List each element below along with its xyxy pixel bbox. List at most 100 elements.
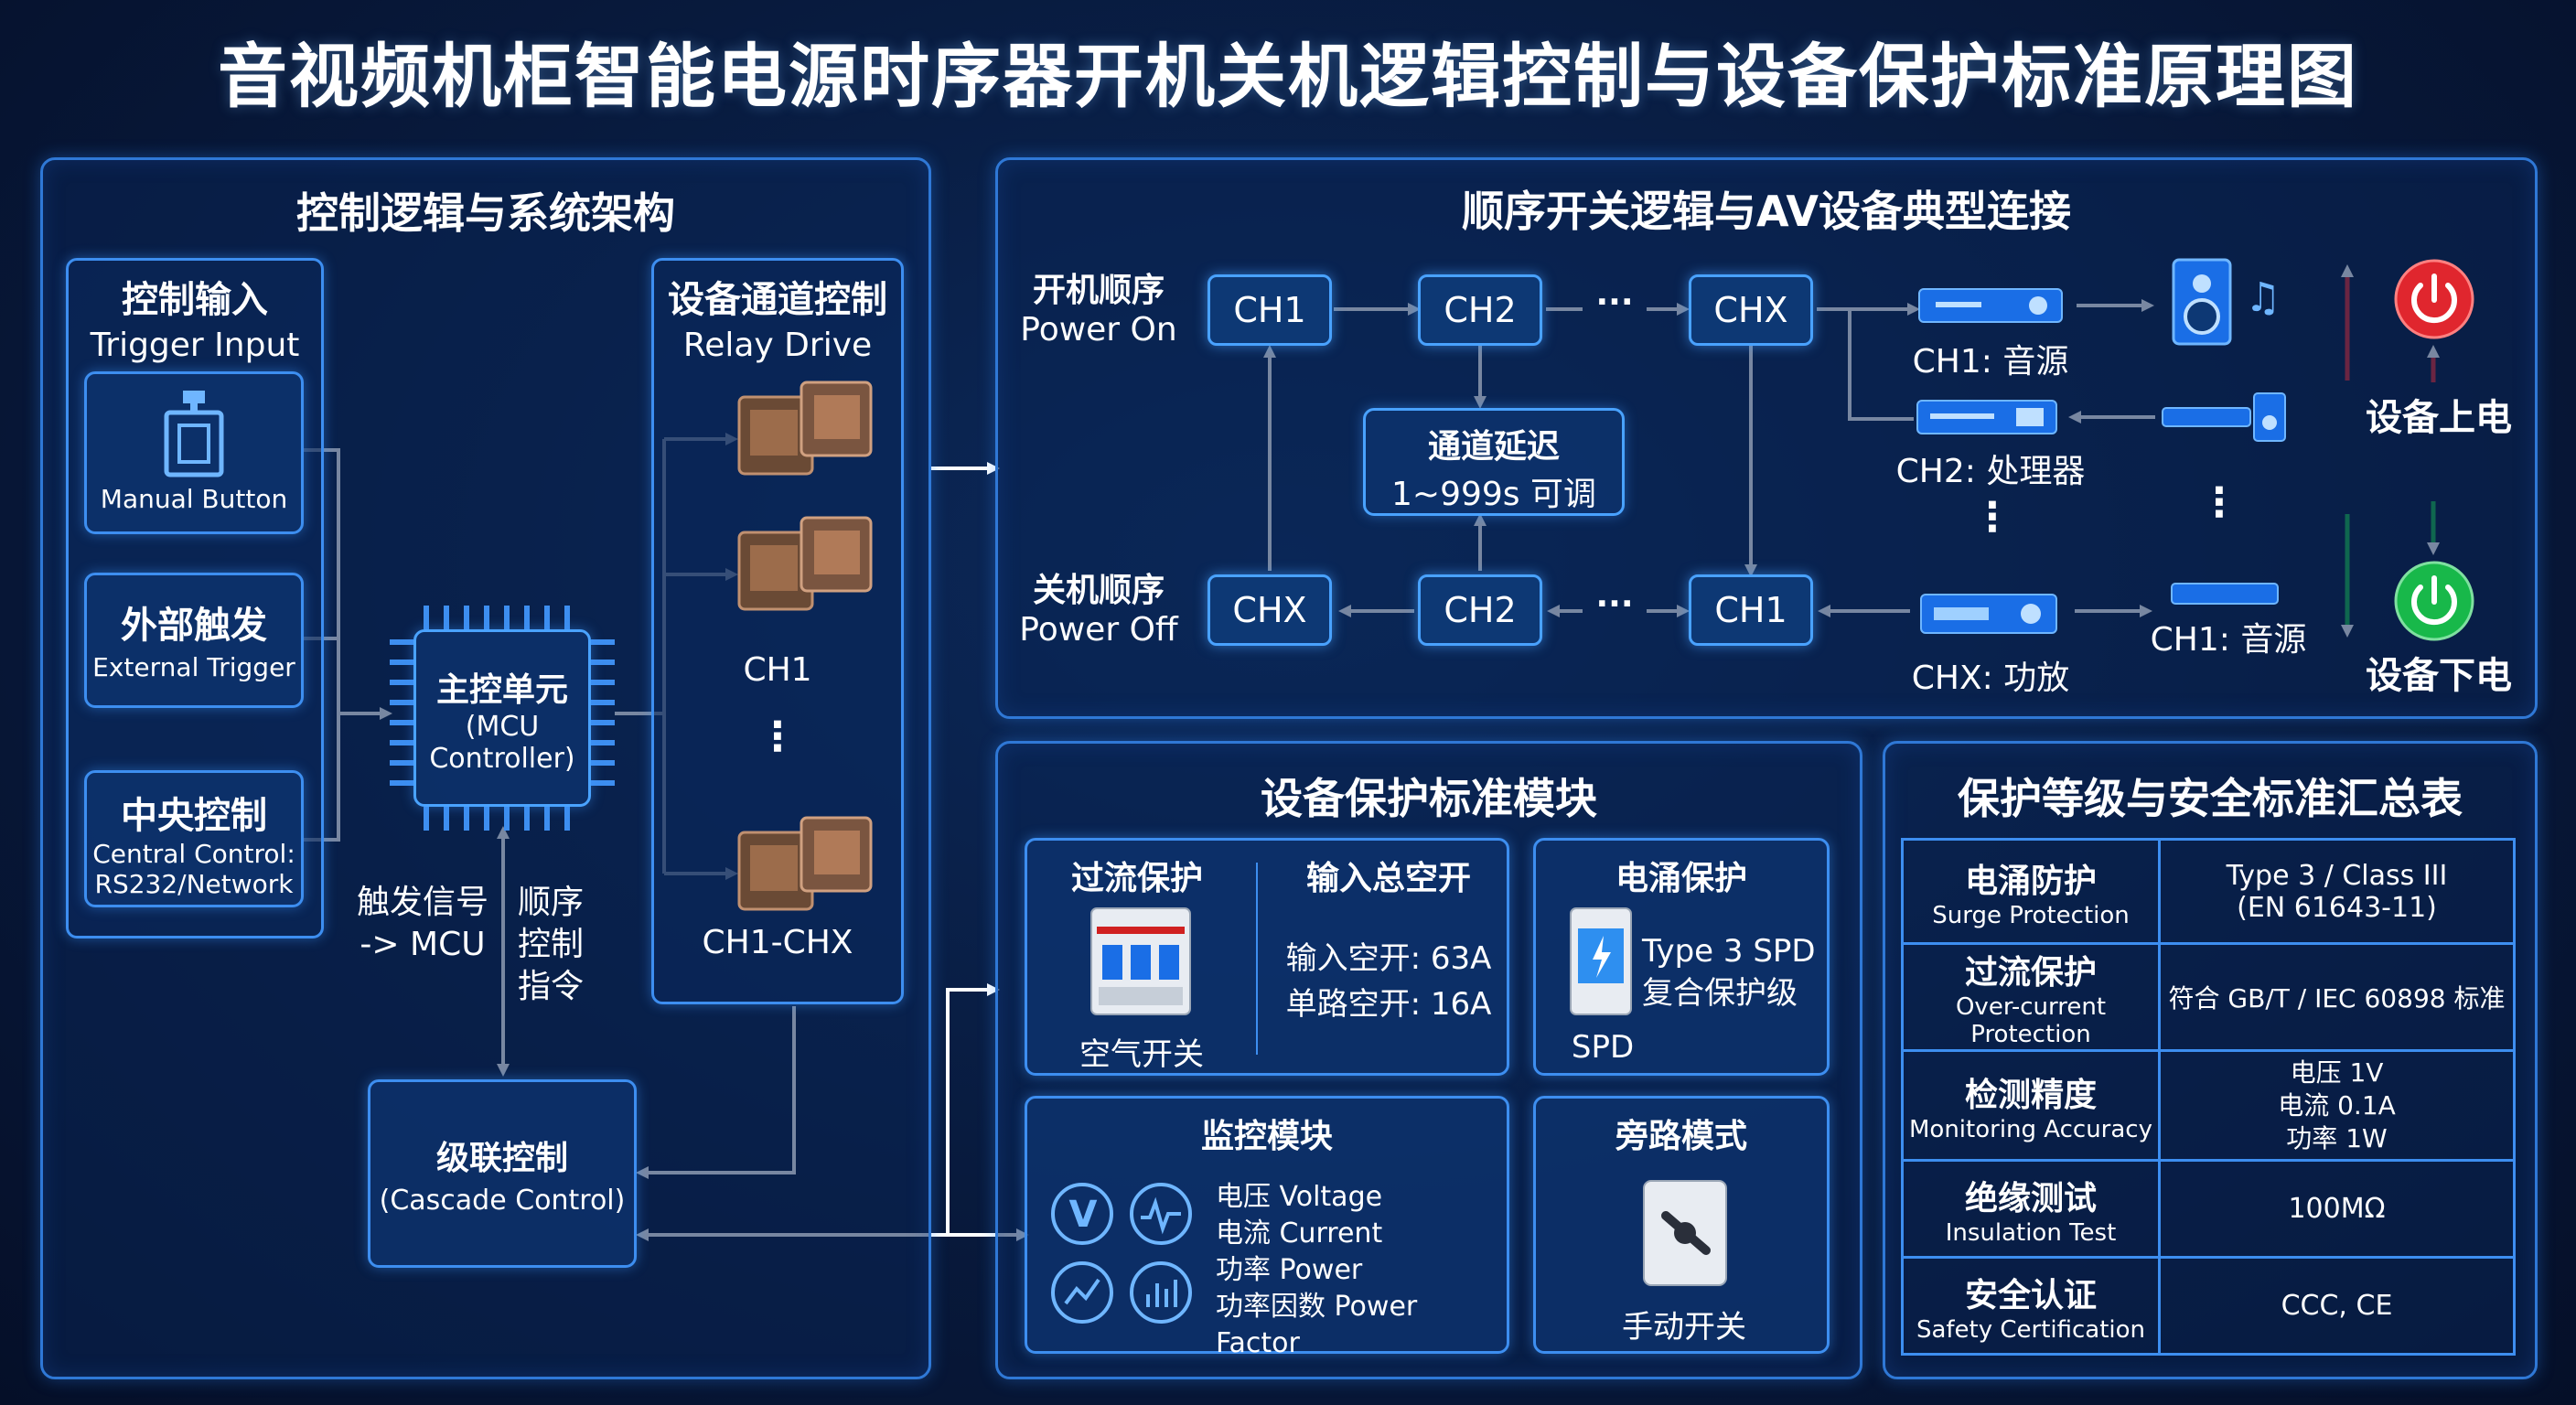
table-row: 检测精度 Monitoring Accuracy 电压 1V 电流 0.1A 功…	[1901, 1049, 2516, 1162]
trigger-signal-note: 触发信号 -> MCU	[349, 882, 496, 966]
device-ch1-audio-off: CH1: 音源	[2150, 621, 2307, 659]
relay-ch1-label: CH1	[743, 651, 812, 689]
surge-title: 电涌保护	[1615, 860, 1747, 897]
on-channel-chx[interactable]: CHX	[1689, 274, 1813, 346]
external-trigger-box[interactable]: 外部触发 External Trigger	[84, 573, 304, 708]
power-off-cn: 关机顺序	[1032, 572, 1165, 609]
off-channel-ch1[interactable]: CH1	[1689, 574, 1813, 646]
power-off-label: 关机顺序 Power Off	[1012, 563, 1186, 649]
row-label-en: Surge Protection	[1932, 901, 2130, 929]
group-title-en: Trigger Input	[90, 327, 300, 364]
mcu-en2: Controller)	[429, 743, 575, 775]
standards-table: 电涌防护 Surge Protection Type 3 / Class III…	[1901, 838, 2516, 1356]
note-line: -> MCU	[360, 926, 486, 963]
delay-range: 1~999s 可调	[1391, 476, 1596, 513]
monitor-module-box[interactable]: 监控模块 V 电压 Voltage 电流 Current 功率 Power 功率…	[1025, 1096, 1509, 1359]
note-line: 触发信号	[356, 884, 488, 921]
row-label-cell: 绝缘测试 Insulation Test	[1901, 1159, 2161, 1259]
device-vertical-dots: ⋮	[2199, 479, 2239, 526]
relay-chx-label: CH1-CHX	[702, 924, 853, 961]
on-channel-ch2[interactable]: CH2	[1418, 274, 1542, 346]
bypass-switch-label: 手动开关	[1622, 1309, 1746, 1346]
table-row: 绝缘测试 Insulation Test 100MΩ	[1901, 1159, 2516, 1259]
overcurrent-title: 过流保护	[1070, 860, 1203, 897]
row-label-cn: 绝缘测试	[1964, 1179, 2097, 1217]
bypass-title: 旁路模式	[1615, 1118, 1747, 1155]
rack-device-icon	[2162, 392, 2286, 442]
power-off-en: Power Off	[1019, 611, 1178, 649]
audio-source-device-icon	[1918, 288, 2063, 323]
overcurrent-box[interactable]: 过流保护 空气开关 输入总空开 输入空开: 63A 单路空开: 16A	[1025, 838, 1509, 1076]
main-breaker-title: 输入总空开	[1305, 860, 1471, 897]
power-on-label: 开机顺序 Power On	[1012, 263, 1186, 349]
cascade-control-box[interactable]: 级联控制 (Cascade Control)	[368, 1079, 637, 1268]
row-label-cn: 检测精度	[1964, 1076, 2097, 1114]
row-value: 电流 0.1A	[2278, 1089, 2396, 1121]
row-value: CCC, CE	[2281, 1290, 2393, 1322]
monitor-item: 电流 Current	[1216, 1217, 1383, 1249]
row-label-cell: 检测精度 Monitoring Accuracy	[1901, 1049, 2161, 1162]
device-chx-amplifier: CHX: 功放	[1911, 660, 2070, 697]
main-breaker-specs: 输入空开: 63A 单路空开: 16A	[1274, 936, 1503, 1027]
row-value: 功率 1W	[2286, 1122, 2388, 1153]
spec-line: 输入空开: 63A	[1285, 940, 1492, 977]
spd-label: SPD	[1571, 1029, 1635, 1066]
row-value: Type 3 / Class III	[2226, 859, 2448, 892]
row-value-cell: 符合 GB/T / IEC 60898 标准	[2158, 942, 2516, 1052]
surge-protection-box[interactable]: 电涌保护 Type 3 SPD 复合保护级 SPD	[1533, 838, 1830, 1076]
relay-vertical-dots: ⋮	[757, 713, 798, 760]
group-title-cn: 控制输入	[122, 279, 268, 321]
external-trigger-cn: 外部触发	[121, 605, 267, 647]
central-control-box[interactable]: 中央控制 Central Control: RS232/Network	[84, 770, 304, 907]
breaker-label: 空气开关	[1079, 1036, 1204, 1073]
row-label-cn: 安全认证	[1964, 1276, 2097, 1314]
row-label-cn: 过流保护	[1964, 954, 2097, 992]
power-down-label: 设备下电	[2366, 655, 2512, 697]
spec-line: 复合保护级	[1642, 975, 1798, 1012]
row-value: 符合 GB/T / IEC 60898 标准	[2168, 983, 2506, 1014]
row-value: 100MΩ	[2288, 1193, 2386, 1225]
on-ellipsis: ···	[1595, 284, 1634, 321]
monitor-item: 功率 Power	[1216, 1254, 1363, 1286]
central-control-cn: 中央控制	[121, 795, 267, 837]
relay-group-cn: 设备通道控制	[668, 279, 887, 321]
note-line: 指令	[517, 968, 584, 1005]
off-channel-chx[interactable]: CHX	[1208, 574, 1332, 646]
monitor-title: 监控模块	[1200, 1118, 1333, 1155]
processor-device-icon	[1916, 400, 2057, 434]
central-control-en2: RS232/Network	[94, 869, 294, 899]
external-trigger-en: External Trigger	[92, 652, 295, 682]
manual-button-label: Manual Button	[100, 484, 288, 514]
mcu-chip[interactable]: 主控单元 (MCU Controller)	[390, 606, 615, 831]
manual-button-box[interactable]: Manual Button	[84, 371, 304, 534]
speaker-icon: ♫	[2172, 258, 2281, 346]
cascade-en: (Cascade Control)	[379, 1185, 626, 1217]
spec-line: Type 3 SPD	[1642, 933, 1816, 970]
row-value-cell: Type 3 / Class III (EN 61643-11)	[2158, 838, 2516, 945]
amplifier-device-icon	[1920, 594, 2057, 634]
voltage-v-icon: V	[1068, 1194, 1098, 1236]
table-row: 过流保护 Over-current Protection 符合 GB/T / I…	[1901, 942, 2516, 1052]
monitor-item: 电压 Voltage	[1216, 1181, 1383, 1213]
row-label-cn: 电涌防护	[1964, 862, 2097, 900]
channel-delay-box[interactable]: 通道延迟 1~999s 可调	[1363, 408, 1625, 516]
delay-title: 通道延迟	[1427, 428, 1560, 466]
divider	[1256, 863, 1258, 1055]
off-channel-ch2[interactable]: CH2	[1418, 574, 1542, 646]
device-ch1-audio: CH1: 音源	[1912, 343, 2069, 381]
row-label-cell: 过流保护 Over-current Protection	[1901, 942, 2161, 1052]
svg-text:♫: ♫	[2245, 274, 2281, 321]
table-row: 电涌防护 Surge Protection Type 3 / Class III…	[1901, 838, 2516, 945]
panel-title: 保护等级与安全标准汇总表	[1958, 774, 2463, 823]
power-up-label: 设备上电	[2366, 397, 2512, 439]
relay-icon	[737, 516, 873, 611]
device-ch2-processor: CH2: 处理器	[1895, 453, 2086, 490]
chip-pins-icon	[390, 606, 615, 831]
on-channel-ch1[interactable]: CH1	[1208, 274, 1332, 346]
bypass-mode-box[interactable]: 旁路模式 手动开关	[1533, 1096, 1830, 1354]
relay-group-en: Relay Drive	[682, 327, 873, 364]
relay-icon	[737, 381, 873, 476]
central-control-en1: Central Control:	[92, 839, 295, 869]
row-label-cell: 电涌防护 Surge Protection	[1901, 838, 2161, 945]
air-breaker-icon	[1090, 907, 1191, 1015]
